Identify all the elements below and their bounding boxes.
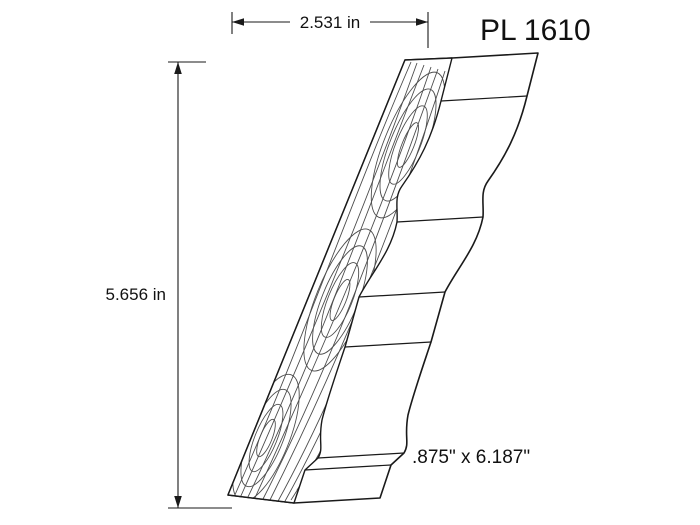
cut-face-edge [227, 57, 453, 504]
height-dimension [168, 61, 232, 509]
cut-face [228, 58, 452, 503]
width-dimension-label: 2.531 in [300, 13, 361, 32]
height-dimension-label: 5.656 in [106, 285, 167, 304]
width-label-bg [290, 11, 370, 32]
part-number-label: PL 1610 [480, 14, 591, 47]
width-arrow-left-icon [232, 18, 244, 26]
surface-edges [304, 95, 528, 471]
height-arrow-up-icon [174, 62, 182, 74]
height-arrow-down-icon [174, 496, 182, 508]
size-label: .875" x 6.187" [412, 447, 530, 468]
width-arrow-right-icon [416, 18, 428, 26]
